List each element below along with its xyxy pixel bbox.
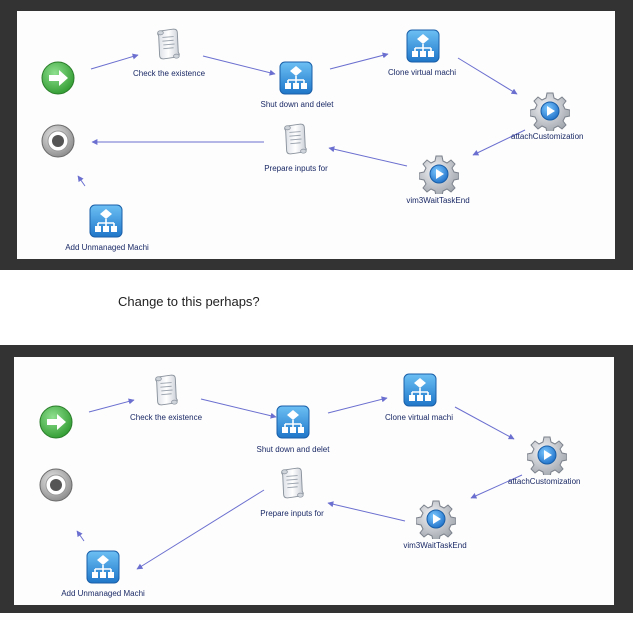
end-target-icon bbox=[38, 467, 74, 503]
shut-down-label: Shut down and delet bbox=[260, 100, 334, 109]
bottom-workflow-canvas: Check the existence Shut down and delet … bbox=[14, 357, 614, 605]
connector-shutdown-to-clone bbox=[327, 396, 388, 414]
scroll-icon bbox=[278, 465, 306, 501]
check-existence-label: Check the existence bbox=[132, 69, 206, 78]
prepare-inputs-node[interactable] bbox=[281, 121, 309, 157]
attach-customization-node[interactable] bbox=[527, 435, 567, 475]
wait-task-end-node[interactable] bbox=[416, 499, 456, 539]
check-existence-node[interactable] bbox=[154, 26, 182, 62]
attach-customization-label: attachCustomization bbox=[508, 477, 581, 486]
wait-task-end-node[interactable] bbox=[419, 154, 459, 194]
connector-prepare-to-add bbox=[136, 489, 265, 570]
bottom-diagram-frame: Check the existence Shut down and delet … bbox=[0, 345, 633, 613]
scroll-icon bbox=[154, 26, 182, 62]
workflow-icon bbox=[406, 29, 440, 63]
connector-clone-to-attach bbox=[457, 57, 518, 95]
start-arrow-icon bbox=[40, 60, 76, 96]
wait-task-end-label: vim3WaitTaskEnd bbox=[403, 541, 467, 550]
scroll-icon bbox=[281, 121, 309, 157]
connector-check-to-shutdown bbox=[200, 398, 277, 419]
connector-wait-to-prepare bbox=[327, 501, 406, 522]
workflow-icon bbox=[276, 405, 310, 439]
end-node[interactable] bbox=[40, 123, 76, 159]
connector-check-to-shutdown bbox=[202, 55, 276, 76]
connector-add-to-end bbox=[77, 175, 86, 187]
connector-start-to-check bbox=[90, 53, 139, 70]
attach-customization-label: attachCustomization bbox=[511, 132, 584, 141]
attach-customization-node[interactable] bbox=[530, 91, 570, 131]
gear-play-icon bbox=[416, 499, 456, 539]
start-node[interactable] bbox=[38, 404, 74, 440]
connector-shutdown-to-clone bbox=[329, 52, 389, 70]
top-workflow-canvas: Check the existence Shut down and delet … bbox=[17, 11, 615, 259]
add-unmanaged-node[interactable] bbox=[89, 204, 123, 238]
check-existence-node[interactable] bbox=[152, 372, 180, 408]
connector-attach-to-wait bbox=[472, 129, 526, 156]
prepare-inputs-label: Prepare inputs for bbox=[260, 509, 324, 518]
top-connectors bbox=[77, 52, 526, 187]
start-node[interactable] bbox=[40, 60, 76, 96]
workflow-icon bbox=[89, 204, 123, 238]
scroll-icon bbox=[152, 372, 180, 408]
add-unmanaged-label: Add Unmanaged Machi bbox=[65, 243, 149, 252]
end-node[interactable] bbox=[38, 467, 74, 503]
check-existence-label: Check the existence bbox=[129, 413, 203, 422]
add-unmanaged-label: Add Unmanaged Machi bbox=[61, 589, 145, 598]
end-target-icon bbox=[40, 123, 76, 159]
connector-add-to-end bbox=[76, 530, 85, 542]
prepare-inputs-node[interactable] bbox=[278, 465, 306, 501]
add-unmanaged-node[interactable] bbox=[86, 550, 120, 584]
shut-down-node[interactable] bbox=[279, 61, 313, 95]
gear-play-icon bbox=[527, 435, 567, 475]
connector-start-to-check bbox=[88, 398, 135, 413]
caption-text: Change to this perhaps? bbox=[118, 294, 260, 309]
connector-attach-to-wait bbox=[470, 474, 523, 499]
start-arrow-icon bbox=[38, 404, 74, 440]
shut-down-label: Shut down and delet bbox=[256, 445, 330, 454]
bottom-connectors bbox=[76, 396, 523, 570]
workflow-icon bbox=[86, 550, 120, 584]
top-diagram-frame: Check the existence Shut down and delet … bbox=[0, 0, 633, 270]
workflow-icon bbox=[403, 373, 437, 407]
shut-down-node[interactable] bbox=[276, 405, 310, 439]
clone-vm-node[interactable] bbox=[406, 29, 440, 63]
gear-play-icon bbox=[530, 91, 570, 131]
prepare-inputs-label: Prepare inputs for bbox=[264, 164, 328, 173]
clone-vm-label: Clone virtual machi bbox=[387, 68, 457, 77]
wait-task-end-label: vim3WaitTaskEnd bbox=[406, 196, 470, 205]
connector-clone-to-attach bbox=[454, 406, 515, 440]
gear-play-icon bbox=[419, 154, 459, 194]
workflow-icon bbox=[279, 61, 313, 95]
clone-vm-label: Clone virtual machi bbox=[384, 413, 454, 422]
connector-wait-to-prepare bbox=[328, 146, 408, 167]
clone-vm-node[interactable] bbox=[403, 373, 437, 407]
